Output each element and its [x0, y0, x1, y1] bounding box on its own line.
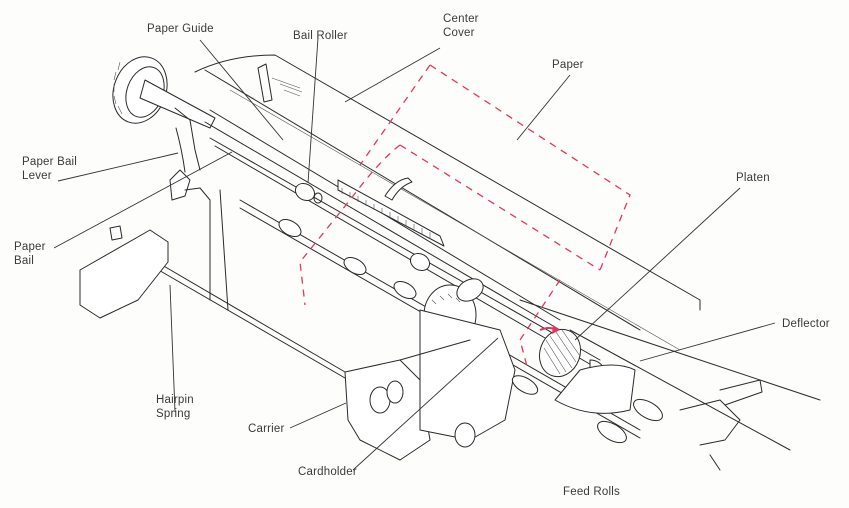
center-cover	[194, 54, 701, 351]
label-bail-roller: Bail Roller	[293, 30, 348, 42]
paper-feed-arrowhead	[552, 325, 560, 334]
leader-lines	[53, 37, 776, 471]
bail-rollers	[278, 182, 431, 300]
paper-scale	[337, 177, 445, 247]
label-deflector: Deflector	[782, 318, 830, 330]
label-platen: Platen	[736, 172, 770, 184]
paper-path	[299, 64, 631, 371]
platen-end	[511, 299, 821, 471]
platen-knob	[112, 56, 216, 129]
label-carrier: Carrier	[248, 423, 285, 435]
label-paper-guide: Paper Guide	[147, 23, 214, 35]
label-feed-rolls: Feed Rolls	[563, 486, 620, 498]
label-cardholder: Cardholder	[298, 466, 357, 478]
carrier-assembly	[344, 278, 516, 461]
left-frame	[79, 107, 229, 319]
label-paper: Paper	[552, 59, 584, 71]
